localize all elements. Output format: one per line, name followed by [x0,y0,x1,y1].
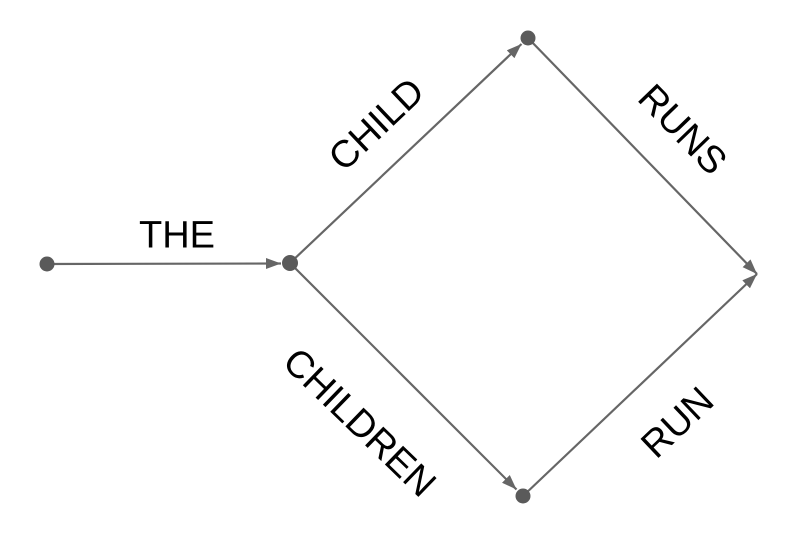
edge-child [289,43,523,264]
node-branch [282,255,298,271]
edge-label-child: CHILD [321,70,433,179]
edge-label-children: CHILDREN [275,340,444,505]
edge-label-run: RUN [634,379,723,466]
edge-runs [527,37,758,275]
edge-run [522,273,758,497]
node-start [39,256,55,272]
edge-label-the: THE [139,214,215,256]
node-bottom [515,488,531,504]
node-top [520,30,536,46]
edge-children [289,262,518,491]
edge-label-runs: RUNS [630,77,735,184]
edge-the [46,258,282,270]
